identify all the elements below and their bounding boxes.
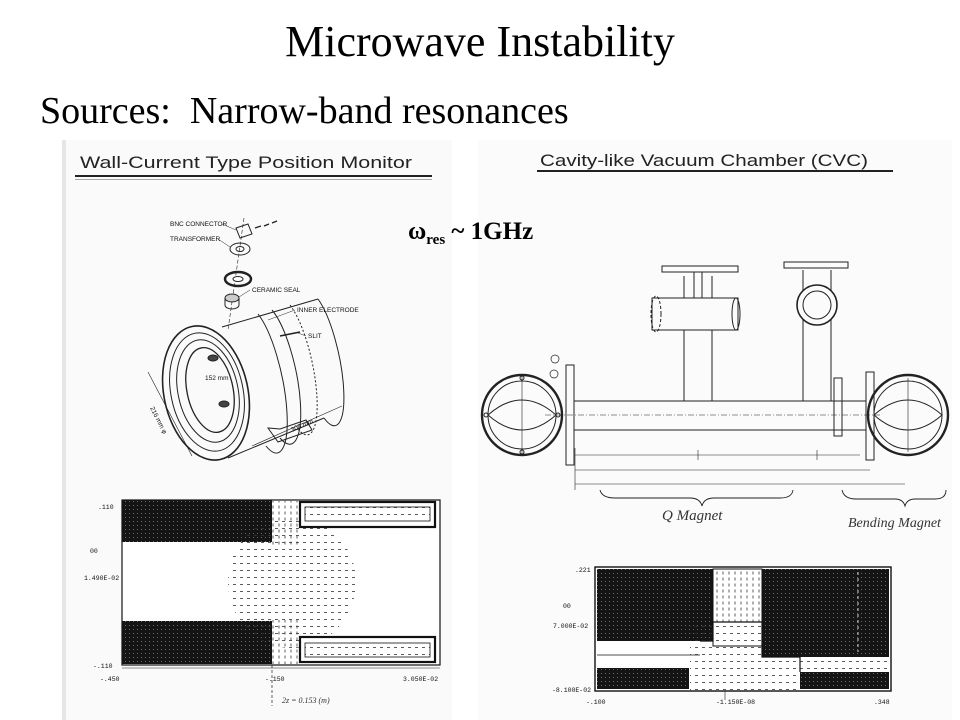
label-dim-152: 152 mm	[205, 375, 228, 382]
left-plot-top-wall	[122, 500, 272, 542]
right-flange	[866, 373, 950, 457]
body-bottom-edge	[227, 417, 325, 459]
vertical-port-1-cap	[661, 265, 739, 273]
bending-magnet-label: Bending Magnet	[848, 516, 942, 531]
slit-mark	[279, 331, 301, 337]
right-plot-y-label: -8.100E-02	[552, 687, 591, 694]
side-arm	[651, 297, 739, 331]
left-plot-y-label: -.110	[93, 663, 113, 670]
right-plot-wall	[597, 668, 689, 689]
right-plot-y-label: 00	[563, 603, 571, 610]
bnc-connector-part	[235, 223, 253, 239]
right-plot-y-label: .221	[575, 567, 591, 574]
label-inner-electrode: INNER ELECTRODE	[297, 307, 359, 314]
right-plot-wall	[800, 672, 889, 689]
mounting-foot	[266, 419, 313, 443]
label-bnc-connector: BNC CONNECTOR	[170, 221, 228, 228]
left-plot-y-label: .110	[98, 504, 114, 511]
omega-symbol: ω	[408, 218, 427, 245]
left-flange	[480, 373, 564, 457]
left-plot-y-label: 00	[90, 548, 98, 555]
junction-flange	[833, 377, 843, 437]
position-monitor-drawing	[147, 217, 345, 461]
left-panel-heading: Wall-Current Type Position Monitor	[80, 153, 412, 172]
resonance-frequency: ωres ~ 1GHz	[408, 217, 533, 250]
transformer-part	[229, 242, 251, 256]
bending-magnet-bracket	[841, 489, 947, 508]
right-plot-gap-column	[712, 568, 763, 623]
omega-subscript: res	[426, 232, 446, 248]
resonance-value: ~ 1GHz	[445, 218, 534, 245]
left-plot-field-region	[228, 516, 356, 648]
left-plot-x-label: -.150	[265, 676, 285, 683]
right-plot-x-label: .348	[874, 699, 890, 706]
right-plot-wall	[762, 569, 889, 657]
right-panel-heading: Cavity-like Vacuum Chamber (CVC)	[540, 151, 868, 170]
q-magnet-bracket	[599, 489, 794, 507]
right-plot-x-label: -.100	[586, 699, 606, 706]
label-transformer: TRANSFORMER	[170, 236, 221, 243]
left-scan-edge	[62, 140, 66, 720]
vertical-port-2-cap	[783, 261, 849, 269]
right-plot-y-label: 7.000E-02	[553, 623, 588, 630]
front-flange	[161, 325, 251, 461]
assembly-axis	[227, 217, 245, 331]
left-plot-note: 2z = 0.153 (m)	[282, 696, 330, 705]
left-plot-y-label: 1.490E-02	[84, 575, 119, 582]
dimension-216	[147, 371, 193, 457]
right-field-plot	[594, 566, 892, 700]
label-slit: SLIT	[308, 333, 322, 340]
vacuum-chamber-drawing	[480, 261, 950, 508]
body-top-edge	[221, 298, 319, 328]
left-plot-x-label: 3.050E-02	[403, 676, 438, 683]
left-end-plate	[565, 364, 575, 466]
ferrite-ring	[223, 270, 253, 288]
q-magnet-label: Q Magnet	[662, 508, 723, 524]
left-plot-x-label: -.450	[100, 676, 120, 683]
slide-title: Microwave Instability	[285, 17, 675, 66]
ceramic-seal-part	[224, 293, 240, 303]
inner-bore	[185, 347, 235, 433]
left-field-plot	[121, 499, 441, 706]
label-ceramic-seal: CERAMIC SEAL	[252, 287, 301, 294]
slide-subtitle: Sources: Narrow-band resonances	[40, 90, 569, 132]
right-plot-x-label: -1.150E-08	[716, 699, 755, 706]
dimension-300	[251, 405, 343, 447]
right-flange-aperture	[873, 399, 943, 431]
body-back-end	[317, 298, 345, 427]
